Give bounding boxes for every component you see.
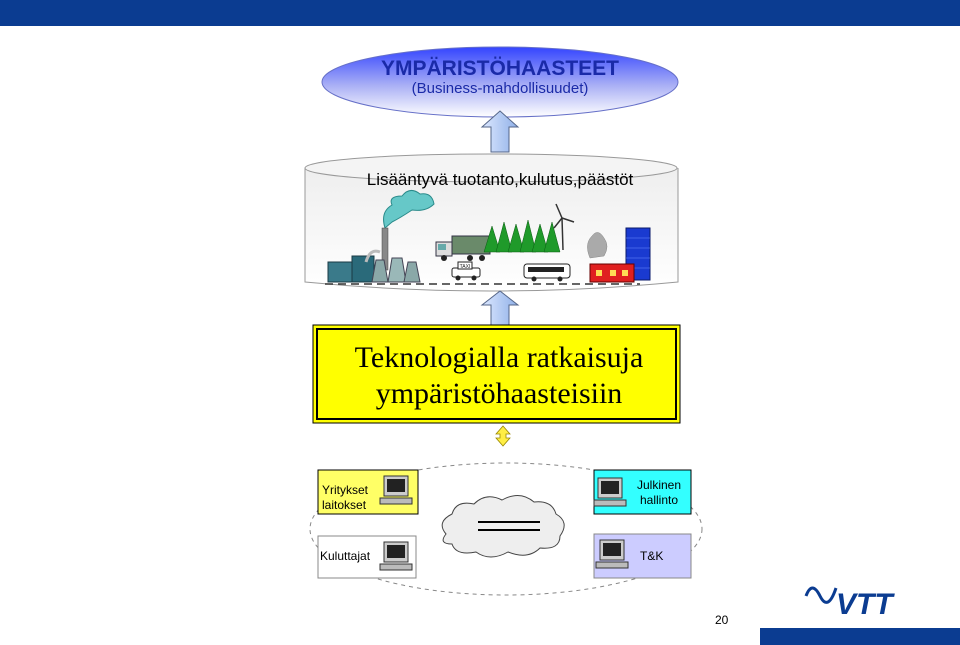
page-number: 20	[715, 613, 729, 627]
network-ellipse	[309, 462, 703, 596]
technology-box	[312, 324, 681, 424]
truck-icon	[435, 235, 491, 261]
actor-consumers-label: Kuluttajat	[320, 549, 371, 563]
computer-icon	[593, 477, 627, 507]
up-arrow-icon	[480, 110, 520, 153]
technology-box-text: Teknologialla ratkaisuja ympäristöhaaste…	[318, 340, 680, 412]
taxi-icon: TAXI	[451, 261, 481, 281]
smoke-icon	[587, 232, 608, 259]
actor-rnd-label: T&K	[640, 549, 664, 563]
vtt-logo-text: VTT	[836, 588, 895, 621]
forest-icon	[483, 219, 561, 253]
consumption-heading: Lisääntyvä tuotanto,kulutus,päästöt	[366, 170, 634, 189]
actor-public-line-1: Julkinen	[636, 478, 682, 492]
computer-icon	[379, 541, 413, 571]
computer-icon	[595, 539, 629, 569]
header-text: YMPÄRISTÖHAASTEET (Business-mahdollisuud…	[320, 58, 680, 98]
cloud-icon	[441, 495, 565, 558]
taxi-sign: TAXI	[460, 264, 471, 270]
bottom-brand-bar	[760, 628, 960, 645]
factory-icon	[327, 190, 435, 283]
actor-companies-line-2: laitokset	[322, 498, 367, 512]
vtt-logo: VTT	[804, 586, 895, 621]
technology-line-1: Teknologialla ratkaisuja	[354, 341, 644, 374]
header-title: YMPÄRISTÖHAASTEET	[380, 57, 619, 80]
actor-public-line-2: hallinto	[639, 493, 679, 507]
top-brand-bar	[0, 0, 960, 26]
actor-companies-label: Yritykset laitokset	[322, 483, 368, 513]
actor-public-label: Julkinen hallinto	[628, 478, 690, 508]
up-arrow-icon	[480, 290, 520, 329]
computer-icon	[379, 475, 413, 505]
technology-line-2: ympäristöhaasteisiin	[375, 377, 623, 410]
bus-icon	[523, 263, 571, 282]
house-icon	[589, 263, 635, 283]
header-subtitle: (Business-mahdollisuudet)	[411, 80, 589, 97]
wind-turbine-icon	[553, 203, 575, 251]
double-arrow-icon	[495, 425, 511, 447]
actor-companies-line-1: Yritykset	[322, 483, 369, 497]
